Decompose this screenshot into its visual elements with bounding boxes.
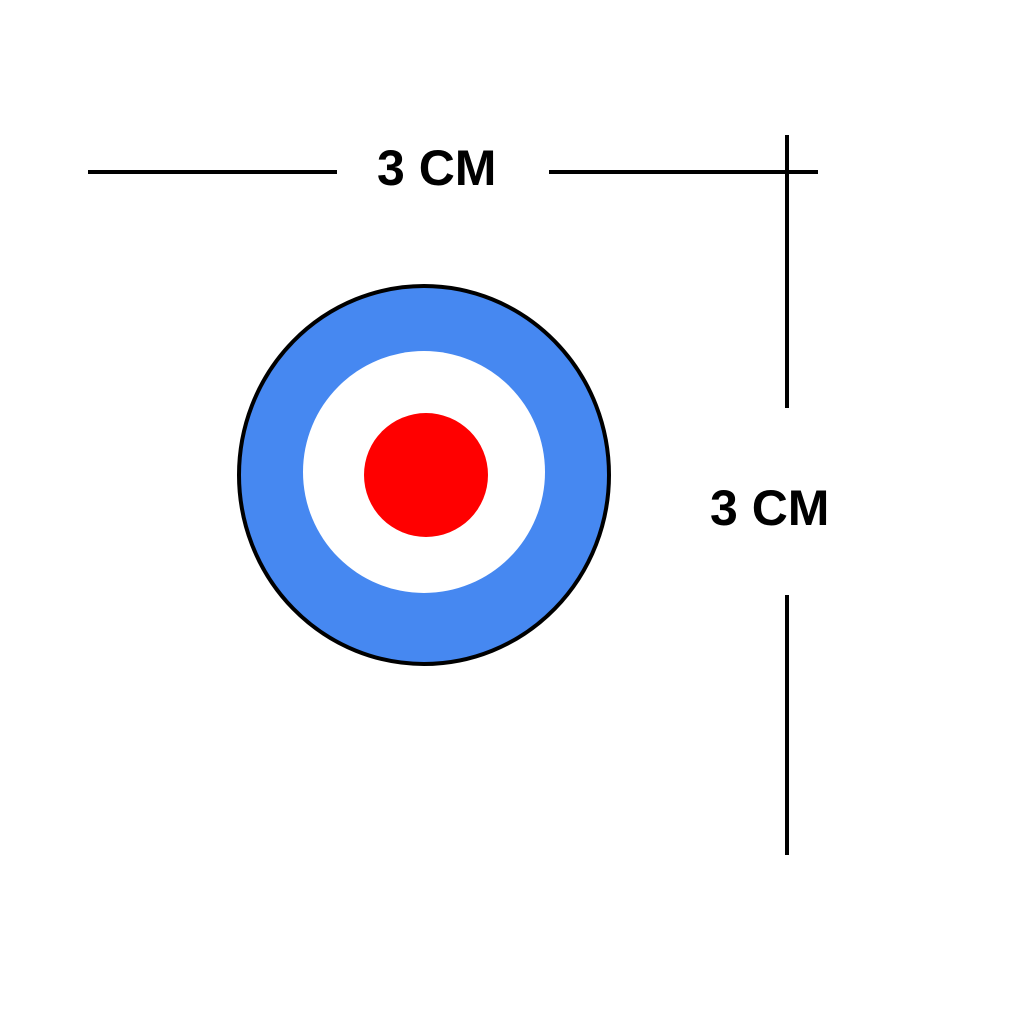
width-dimension-line-left (88, 170, 337, 174)
width-label: 3 CM (377, 140, 497, 196)
height-label: 3 CM (710, 480, 830, 536)
roundel-center (364, 413, 488, 537)
width-dimension-line-right (549, 170, 818, 174)
height-dimension-line-bottom (785, 595, 789, 855)
height-dimension-line-top (785, 135, 789, 408)
